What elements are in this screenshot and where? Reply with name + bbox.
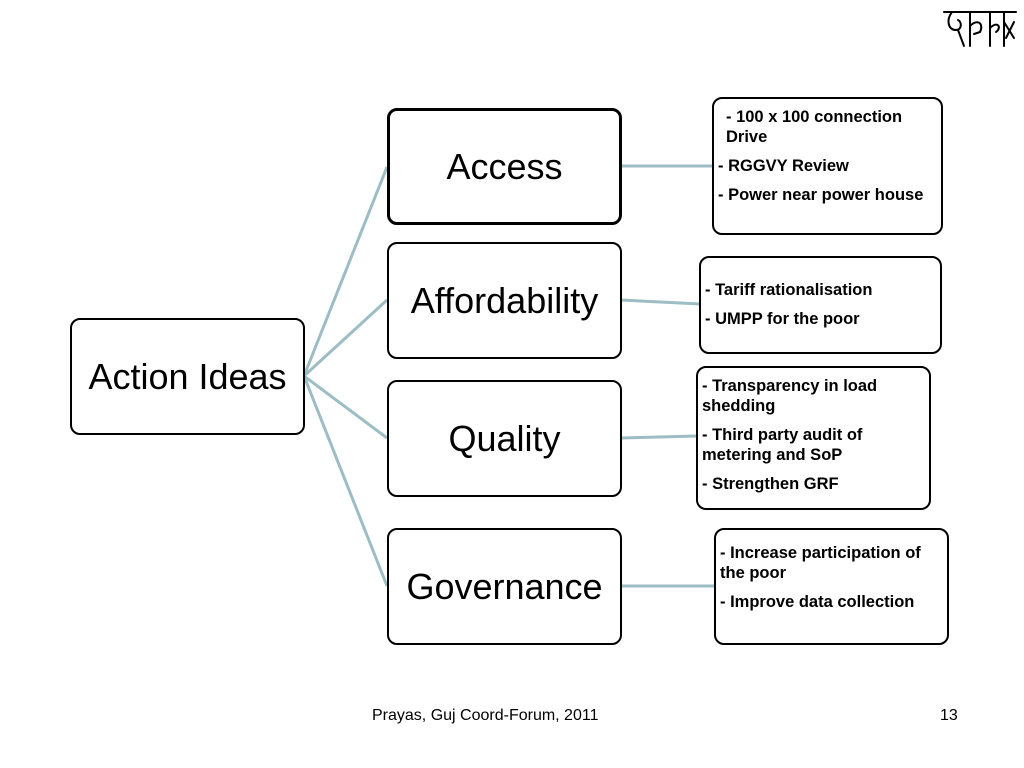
root-node-label: Action Ideas bbox=[88, 355, 287, 397]
detail-item: - 100 x 100 connection Drive bbox=[726, 108, 903, 146]
page-number: 13 bbox=[940, 707, 958, 724]
branch-node-label: Quality bbox=[448, 417, 561, 459]
connector-root-affordability bbox=[302, 298, 389, 378]
detail-box-affordability: - Tariff rationalisation - UMPP for the … bbox=[699, 256, 942, 354]
detail-box-governance: - Increase participation of the poor - I… bbox=[714, 528, 949, 645]
connector-root-access bbox=[302, 166, 389, 377]
detail-item: - Strengthen GRF bbox=[702, 475, 839, 493]
branch-node-label: Governance bbox=[406, 565, 603, 607]
branch-node-label: Access bbox=[446, 145, 563, 187]
branch-node-label: Affordability bbox=[410, 279, 599, 321]
detail-item: - Tariff rationalisation bbox=[705, 281, 873, 299]
detail-item: - RGGVY Review bbox=[718, 157, 849, 175]
branch-node-affordability: Affordability bbox=[387, 242, 622, 359]
detail-item: - Power near power house bbox=[718, 186, 924, 204]
detail-item: - Third party audit of metering and SoP bbox=[702, 426, 863, 464]
detail-item: - UMPP for the poor bbox=[705, 310, 860, 328]
detail-item: - Improve data collection bbox=[720, 593, 915, 611]
branch-node-access: Access bbox=[387, 108, 622, 225]
connector-quality-details bbox=[620, 434, 698, 440]
connector-root-governance bbox=[302, 375, 389, 587]
branch-node-quality: Quality bbox=[387, 380, 622, 497]
connector-root-quality bbox=[303, 374, 388, 440]
footer-source: Prayas, Guj Coord-Forum, 2011 bbox=[372, 707, 599, 724]
detail-box-quality: - Transparency in load shedding - Third … bbox=[696, 366, 931, 510]
detail-item: - Transparency in load shedding bbox=[702, 377, 878, 415]
detail-box-access: - 100 x 100 connection Drive - RGGVY Rev… bbox=[712, 97, 943, 235]
detail-item: - Increase participation of the poor bbox=[720, 544, 921, 582]
prayas-devanagari-logo-icon bbox=[943, 11, 1017, 47]
root-node: Action Ideas bbox=[70, 318, 305, 435]
connector-affordability-details bbox=[620, 298, 701, 306]
branch-node-governance: Governance bbox=[387, 528, 622, 645]
